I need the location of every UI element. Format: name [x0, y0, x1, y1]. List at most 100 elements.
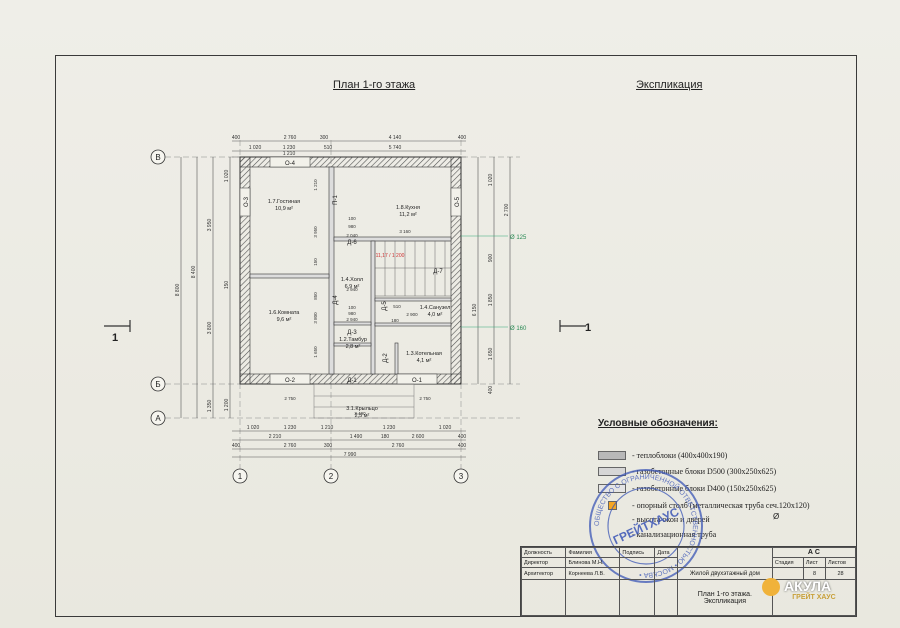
dim-text: 150	[224, 281, 230, 290]
pipe-label: Ø 160	[510, 326, 527, 332]
dim-text: 1 850	[488, 294, 494, 307]
dim-text: 1 020	[488, 174, 494, 187]
legend-text: - газобетонные блоки D400 (150х250х625)	[632, 483, 777, 493]
legend-swatch	[598, 483, 626, 493]
dimension-lines-bottom	[232, 430, 466, 458]
axis-bubbles	[150, 149, 469, 484]
legend-text: - высота окон и дверей	[632, 514, 710, 524]
porch	[313, 383, 415, 419]
door-label: Д-2	[383, 353, 389, 363]
dim-text: 5 740	[389, 145, 402, 151]
dim-text: 2 700	[504, 204, 510, 217]
explication-title: Экспликация	[636, 79, 703, 91]
tb-header-name: Фамилия	[565, 547, 621, 558]
dim-text: 850	[313, 292, 318, 300]
legend-diameter: Ø	[773, 512, 780, 521]
window-label: О-4	[285, 161, 296, 167]
dim-text: 980	[348, 224, 356, 229]
dim-text: 2 600	[412, 434, 425, 440]
dim-text: 400	[458, 443, 467, 449]
dim-text: 2 760	[284, 443, 297, 449]
watermark-text: АКУЛА	[784, 578, 832, 594]
room-name: 1.4.Санузел	[420, 305, 451, 311]
dim-text: 2 750	[284, 396, 296, 401]
dim-text: 1 210	[321, 425, 334, 431]
room-name: 1.8.Кухня	[396, 205, 420, 211]
room-area: 6,9 м²	[345, 284, 360, 290]
door-label: Д-1	[347, 378, 357, 384]
window-label: О-5	[455, 196, 461, 207]
dim-text: 980	[348, 311, 356, 316]
tb-header-sign: Подпись	[619, 547, 656, 558]
stamp-center-text: ГРЕЙТХАУС	[610, 504, 681, 548]
axis-a: А	[155, 414, 161, 423]
dim-text: 1 210	[283, 151, 296, 157]
tb-sheet-header: Лист	[802, 557, 827, 568]
dim-text: 1 210	[313, 179, 318, 191]
room-name: 1.2.Тамбур	[339, 337, 367, 343]
stair-note: 11,17 / 1 200	[376, 253, 405, 259]
door-label: Д-3	[347, 330, 357, 336]
sheet-frame	[55, 55, 857, 617]
door-label: Д-5	[382, 301, 388, 311]
axis-lines	[165, 140, 520, 470]
dim-text: 180	[391, 318, 399, 323]
dimension-lines-left	[180, 157, 231, 418]
dim-text: 1 230	[383, 425, 396, 431]
room-area: 9,6 м²	[277, 317, 292, 323]
plan-title: План 1-го этажа	[333, 79, 416, 91]
window-openings	[239, 156, 462, 385]
inner-walls	[249, 166, 452, 375]
room-area: 10,9 м²	[275, 206, 293, 212]
outer-walls	[239, 156, 462, 385]
dim-text: 8 400	[191, 266, 197, 279]
dimension-lines-right	[477, 157, 511, 384]
shark-icon	[762, 578, 780, 597]
legend-text: - теплоблоки (400х400х190)	[632, 450, 728, 460]
legend-row: - теплоблоки (400х400х190)	[598, 449, 727, 461]
dim-text: 2 490	[354, 411, 366, 416]
dim-text: 3 950	[313, 226, 318, 238]
dim-text: 2 040	[346, 233, 358, 238]
dim-text: 1 230	[283, 145, 296, 151]
dim-text: 1 200	[224, 399, 230, 412]
legend-row: - газобетонные блоки D500 (300х250х625)	[598, 465, 776, 477]
tb-drawing: План 1-го этажа. Экспликация	[676, 579, 773, 616]
door-label: Д-4	[333, 295, 339, 305]
dim-text: 1 020	[247, 425, 260, 431]
room-name: 1.6.Комната	[269, 310, 301, 316]
dim-text: 3 160	[399, 229, 411, 234]
dim-text: 1 350	[207, 400, 213, 413]
tb-header-role: Должность	[520, 547, 567, 558]
title-block: Должность Фамилия Подпись Дата А С Дирек…	[520, 546, 857, 617]
dim-text: 400	[232, 443, 241, 449]
dim-text: 1 020	[249, 145, 262, 151]
dim-text: 1 020	[439, 425, 452, 431]
room-area: 2,8 м²	[346, 344, 361, 350]
dim-text: 180	[381, 434, 390, 440]
tb-role: Архитектор	[520, 567, 567, 580]
dim-text: 900	[488, 254, 494, 263]
dim-text: 400	[232, 135, 241, 141]
section-mark-right: 1	[585, 322, 591, 334]
dim-text: 8 800	[175, 284, 181, 297]
room-area: 2,5 м²	[355, 413, 370, 419]
dim-text: 300	[320, 135, 329, 141]
tb-sheets-header: Листов	[825, 557, 856, 568]
window-label: О-2	[285, 378, 296, 384]
dim-text: 2 760	[284, 135, 297, 141]
dim-text: 1 650	[313, 346, 318, 358]
room-name: 1.3.Котельная	[406, 351, 442, 357]
window-label: О-1	[412, 378, 423, 384]
axis-b: Б	[155, 380, 160, 389]
dim-text: 3 800	[207, 322, 213, 335]
axis-1: 1	[238, 472, 243, 481]
tb-role: Директор	[520, 557, 567, 568]
dim-text: 2 940	[346, 317, 358, 322]
dim-total: 7 990	[344, 452, 357, 458]
dim-text: 1 490	[350, 434, 363, 440]
dim-text: 1 230	[284, 425, 297, 431]
legend-title: Условные обозначения:	[598, 418, 718, 429]
tb-name: Блинова М.Н.	[565, 557, 621, 568]
